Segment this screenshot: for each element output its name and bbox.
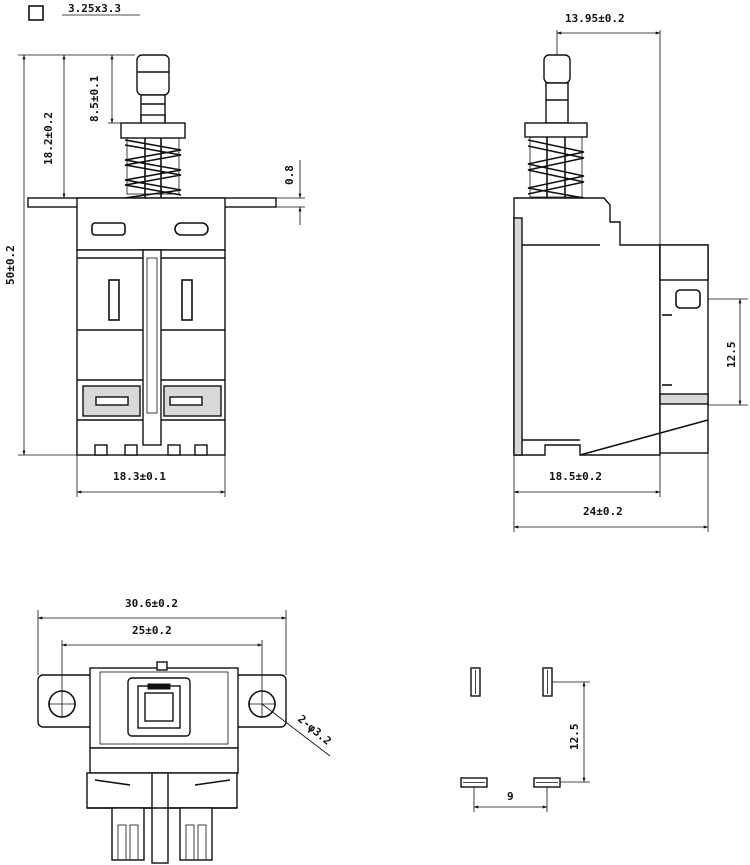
- plunger-shaft: [140, 94, 166, 116]
- dim-pcb-vertical-pitch: 12.5: [568, 724, 581, 751]
- side-view: 13.95±0.2 12.5 18.5±0.2 24±0.2: [513, 12, 748, 532]
- plunger-cap: [136, 54, 170, 96]
- section-square-symbol: [28, 5, 44, 21]
- dim-pushbutton-length: 8.5±0.1: [88, 75, 101, 122]
- plunger-collar: [120, 122, 186, 139]
- dim-pcb-horizontal-pitch: 9: [507, 790, 514, 803]
- dim-flange-length: 30.6±0.2: [125, 597, 178, 610]
- side-body-outline: [513, 197, 661, 456]
- dim-hole-pitch: 25±0.2: [132, 624, 172, 637]
- front-view: 3.25x3.3: [4, 2, 305, 497]
- dim-overall-depth: 24±0.2: [583, 505, 623, 518]
- dim-terminal-pitch: 12.5: [725, 342, 738, 369]
- switch-body-upper: [76, 197, 226, 251]
- center-slider: [142, 249, 162, 446]
- dim-plunger-offset: 13.95±0.2: [565, 12, 625, 25]
- pcb-layout: 12.5 9: [460, 667, 590, 812]
- dim-body-width: 18.3±0.1: [113, 470, 166, 483]
- section-label: 3.25x3.3: [68, 2, 121, 15]
- dim-hole-spec: 2-φ3.2: [295, 712, 334, 748]
- dim-flange-thickness: 0.8: [283, 165, 296, 185]
- bottom-view: 30.6±0.2 25±0.2 2-φ3.2: [37, 597, 334, 864]
- dim-to-flange: 18.2±0.2: [42, 112, 55, 165]
- spring: [124, 137, 182, 199]
- dim-body-depth: 18.5±0.2: [549, 470, 602, 483]
- dim-overall-height: 50±0.2: [4, 245, 17, 285]
